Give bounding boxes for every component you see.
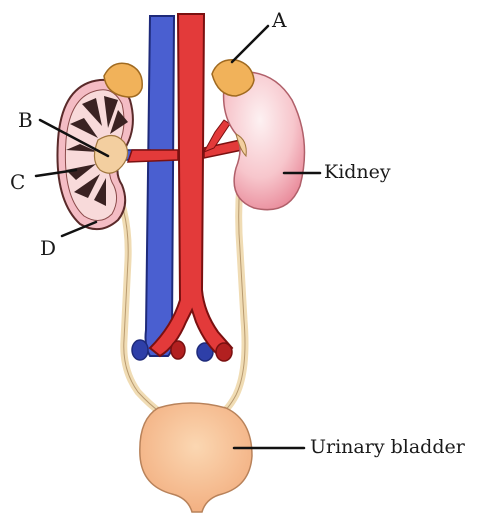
label-b: B (18, 110, 33, 130)
adrenal-gland-right (212, 60, 254, 96)
label-d: D (40, 238, 56, 258)
label-a: A (272, 10, 286, 30)
renal-pelvis (94, 135, 127, 173)
label-kidney: Kidney (324, 163, 391, 182)
vein-left-iliac (132, 340, 148, 360)
kidney-left-section (57, 80, 132, 229)
label-urinary-bladder: Urinary bladder (310, 438, 465, 457)
label-c: C (10, 172, 25, 192)
leader-line-a (232, 26, 268, 62)
urinary-bladder (140, 403, 252, 512)
